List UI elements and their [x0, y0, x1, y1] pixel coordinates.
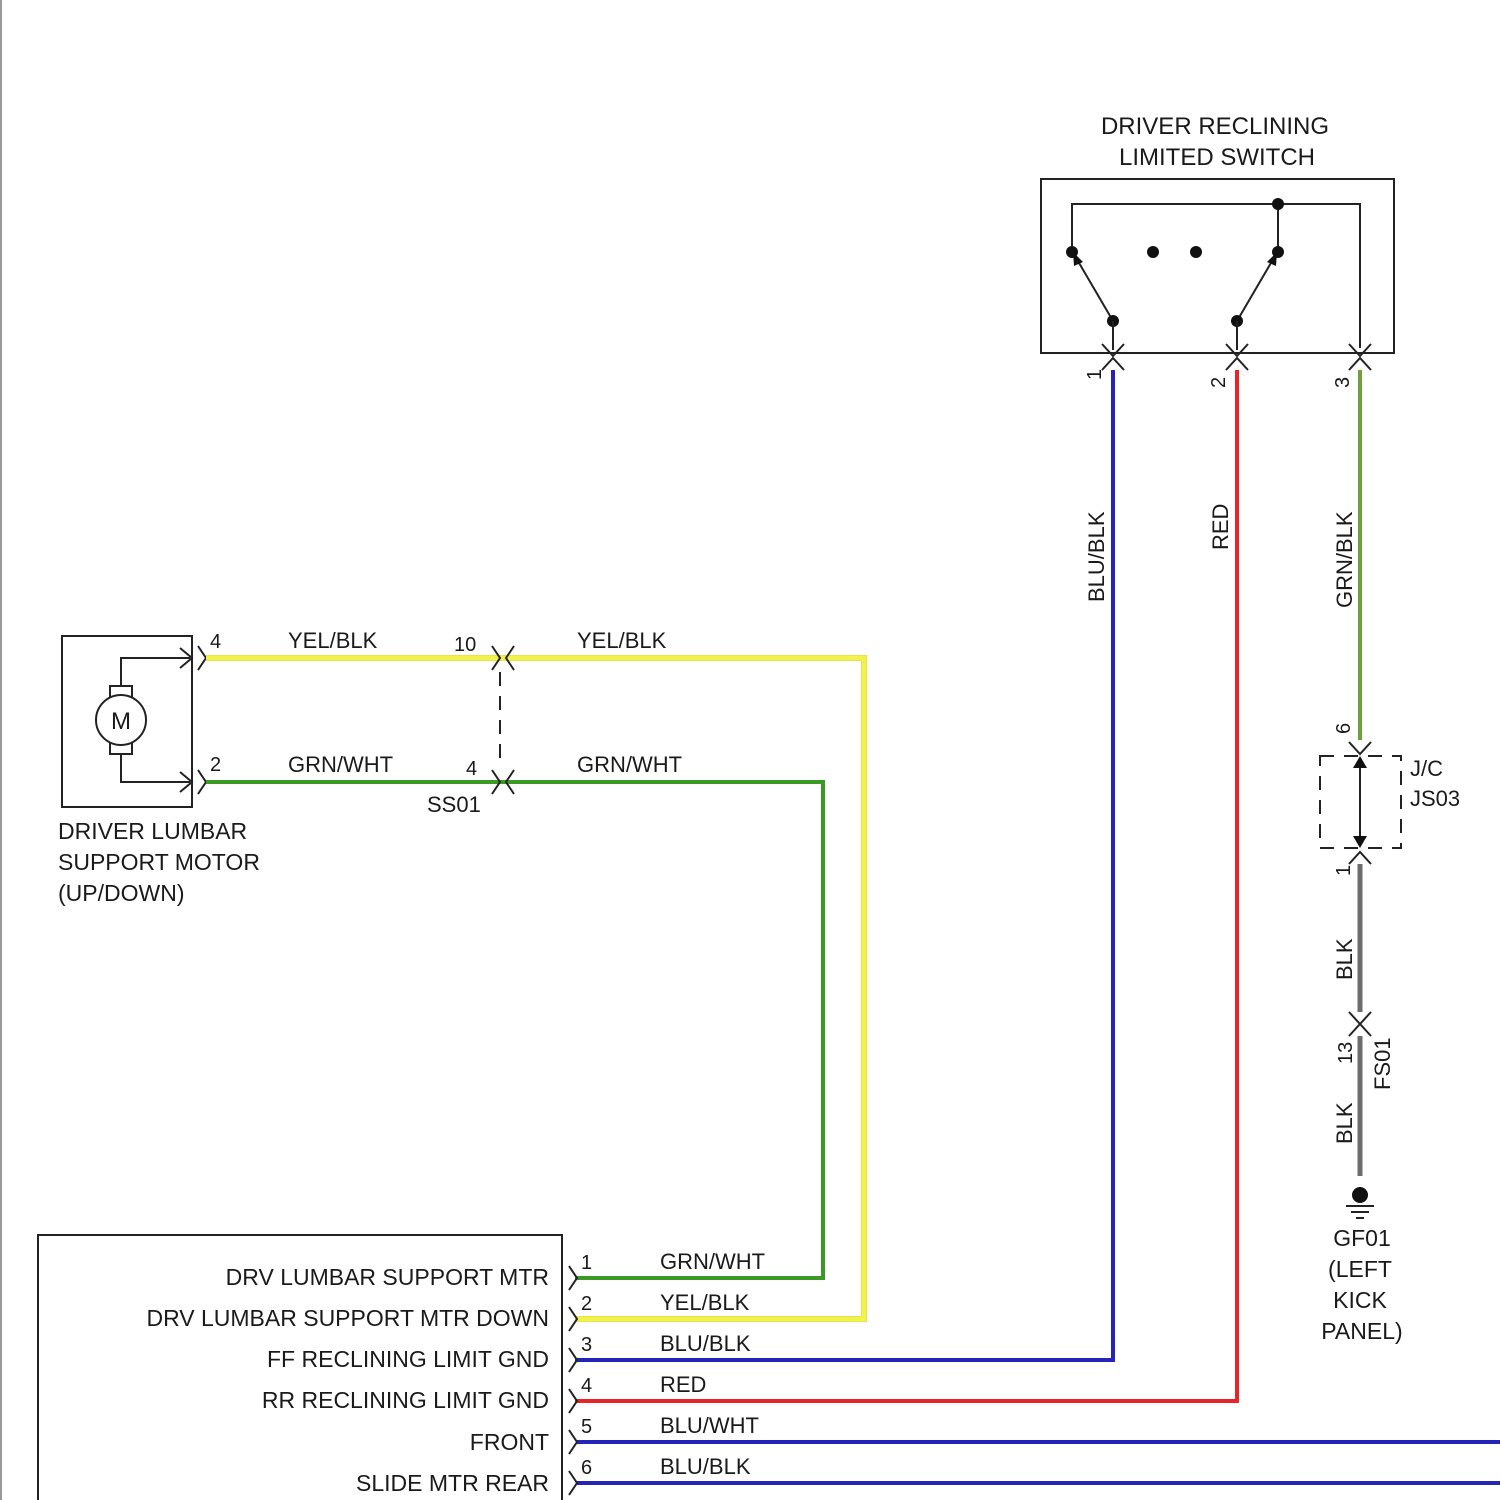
module-pin-function: DRV LUMBAR SUPPORT MTR [226, 1264, 549, 1290]
motor-wires: 10 4 SS01 YEL/BLK YEL/BLK GRN/WHT GRN/WH… [206, 628, 864, 1319]
module-wire-color-label: BLU/BLK [660, 1331, 751, 1356]
module-wire-color-label: YEL/BLK [660, 1290, 750, 1315]
wire-label-yel-blk-left: YEL/BLK [288, 628, 378, 653]
js03-pin-bottom: 1 [1333, 865, 1355, 876]
module-pin-connector [569, 1430, 577, 1454]
motor-pin2-connector [198, 770, 206, 794]
wire-blu-blk-pin3 [575, 370, 1113, 1360]
wire-label-grn-wht-right: GRN/WHT [577, 752, 682, 777]
switch-pin1-label: 1 [1084, 369, 1106, 380]
module-pin-function: FF RECLINING LIMIT GND [267, 1346, 549, 1372]
reclining-limit-switch: DRIVER RECLINING LIMITED SWITCH 1 2 3 [1041, 113, 1394, 388]
switch-pin2-label: 2 [1208, 377, 1230, 388]
module-pin-connector [569, 1348, 577, 1372]
js03-name-line2: JS03 [1410, 786, 1460, 811]
motor-lead-top [121, 658, 190, 686]
wire-red-pin4 [575, 370, 1237, 1401]
module-pin-row: FF RECLINING LIMIT GND 3 BLU/BLK [267, 1331, 751, 1372]
module-pin-connector [569, 1471, 577, 1495]
module-wire-color-label: BLU/WHT [660, 1413, 759, 1438]
module-wire-color-label: BLU/BLK [660, 1454, 751, 1479]
switch-wires: BLU/BLK RED GRN/BLK [575, 370, 1360, 1401]
module-wire-color-label: RED [660, 1372, 706, 1397]
module-pin-connector [569, 1389, 577, 1413]
motor-label-line3: (UP/DOWN) [58, 880, 184, 906]
motor-pin-bottom: 2 [210, 754, 221, 776]
module-pin-number: 6 [581, 1457, 592, 1479]
motor-symbol: M [111, 708, 131, 735]
module-pin-row: DRV LUMBAR SUPPORT MTR DOWN 2 YEL/BLK [146, 1290, 749, 1331]
module-pin-number: 4 [581, 1375, 592, 1397]
motor-lead-bottom [121, 754, 190, 782]
module-pin-function: FRONT [470, 1429, 549, 1455]
module-pin-number: 2 [581, 1293, 592, 1315]
module-pin-row: SLIDE MTR REAR 6 BLU/BLK [356, 1454, 1500, 1496]
ground-label-line3: KICK [1333, 1287, 1387, 1313]
switch-arm-left [1075, 256, 1113, 321]
js03-top-chevron [1349, 742, 1371, 754]
module-pin-number: 1 [581, 1252, 592, 1274]
switch-arm-right-arrow [1267, 252, 1277, 266]
wire-label-grn-blk: GRN/BLK [1332, 511, 1357, 608]
module-pin-function: DRV LUMBAR SUPPORT MTR DOWN [146, 1305, 549, 1331]
module-pin-number: 3 [581, 1334, 592, 1356]
wire-label-yel-blk-right: YEL/BLK [577, 628, 667, 653]
switch-junction-dot [1272, 198, 1284, 210]
ss01-pin-bottom: 4 [466, 758, 477, 780]
module-wire-color-label: GRN/WHT [660, 1249, 765, 1274]
ss01-pin-top: 10 [454, 634, 476, 656]
motor-pin4-connector [198, 646, 206, 670]
module-pin-number: 5 [581, 1416, 592, 1438]
module-pin-function: RR RECLINING LIMIT GND [262, 1387, 549, 1413]
ground-label-line4: PANEL) [1321, 1318, 1402, 1344]
js03-bottom-chevron [1349, 852, 1371, 864]
lumbar-support-motor: M 4 2 DRIVER LUMBAR SUPPORT MOTOR (UP/DO… [58, 631, 260, 906]
module-pin-row: RR RECLINING LIMIT GND 4 RED [262, 1372, 707, 1413]
motor-pin-top: 4 [210, 631, 221, 653]
wire-label-red: RED [1208, 504, 1233, 550]
motor-label-line1: DRIVER LUMBAR [58, 818, 247, 844]
switch-arm-left-arrow [1073, 252, 1083, 266]
ground-label-line1: GF01 [1333, 1225, 1391, 1251]
module-pin-connector [569, 1266, 577, 1290]
joint-connector-js03: 6 1 J/C JS03 [1320, 723, 1460, 876]
js03-pin-top: 6 [1333, 723, 1355, 734]
fs01-name: FS01 [1370, 1037, 1395, 1090]
switch-contact-mid-left [1147, 246, 1159, 258]
ground-label-line2: (LEFT [1328, 1256, 1392, 1282]
wire-label-grn-wht-left: GRN/WHT [288, 752, 393, 777]
switch-arm-right [1237, 256, 1275, 321]
js03-arrow-up [1353, 756, 1367, 768]
switch-housing [1041, 179, 1394, 353]
ground-point [1352, 1187, 1368, 1203]
module-pin-row: FRONT 5 BLU/WHT [470, 1413, 1500, 1455]
wire-label-blk-upper: BLK [1332, 938, 1357, 980]
switch-title-line2: LIMITED SWITCH [1119, 144, 1315, 171]
fs01-pin: 13 [1335, 1042, 1357, 1064]
module-pin-row: DRV LUMBAR SUPPORT MTR 1 GRN/WHT [226, 1249, 765, 1290]
ss01-name: SS01 [427, 792, 481, 817]
wire-label-blu-blk: BLU/BLK [1084, 511, 1109, 602]
module-pin-function: SLIDE MTR REAR [356, 1470, 549, 1496]
module-pin-connector [569, 1307, 577, 1331]
switch-pin3-label: 3 [1332, 377, 1354, 388]
switch-contact-mid-right [1190, 246, 1202, 258]
js03-arrow-down [1353, 836, 1367, 848]
js03-name-line1: J/C [1410, 756, 1443, 781]
wire-label-blk-lower: BLK [1332, 1102, 1357, 1144]
motor-label-line2: SUPPORT MOTOR [58, 849, 260, 875]
wire-grn-wht [206, 782, 823, 1278]
fs01-connector [1349, 1012, 1371, 1036]
switch-title-line1: DRIVER RECLINING [1101, 113, 1329, 140]
ground-circuit: BLK 13 FS01 BLK GF01 (LEFT KICK PANEL) [1321, 864, 1402, 1344]
